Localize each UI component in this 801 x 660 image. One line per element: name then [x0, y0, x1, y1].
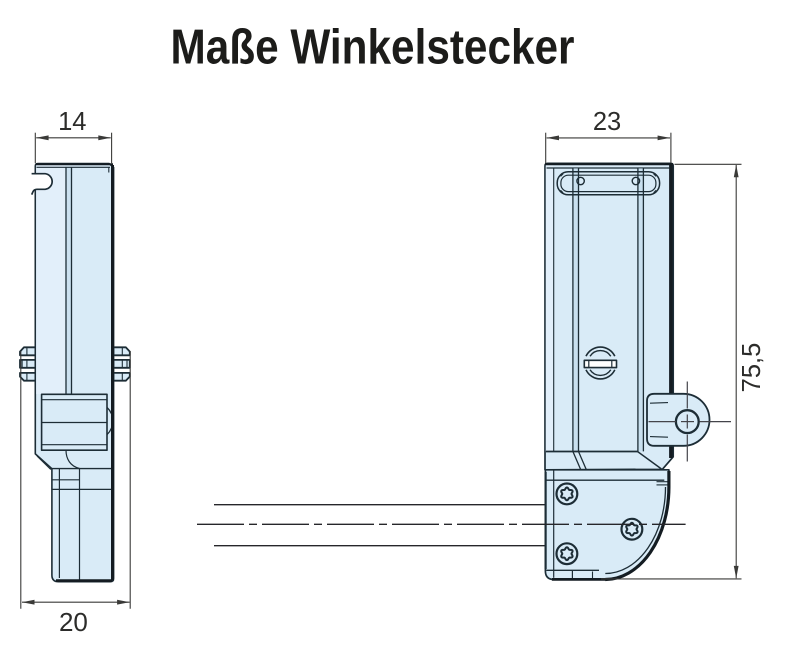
svg-text:Maße Winkelstecker: Maße Winkelstecker: [171, 20, 575, 75]
svg-text:23: 23: [593, 108, 621, 136]
svg-text:75,5: 75,5: [738, 343, 766, 393]
svg-text:14: 14: [58, 108, 86, 136]
svg-text:20: 20: [59, 607, 88, 637]
